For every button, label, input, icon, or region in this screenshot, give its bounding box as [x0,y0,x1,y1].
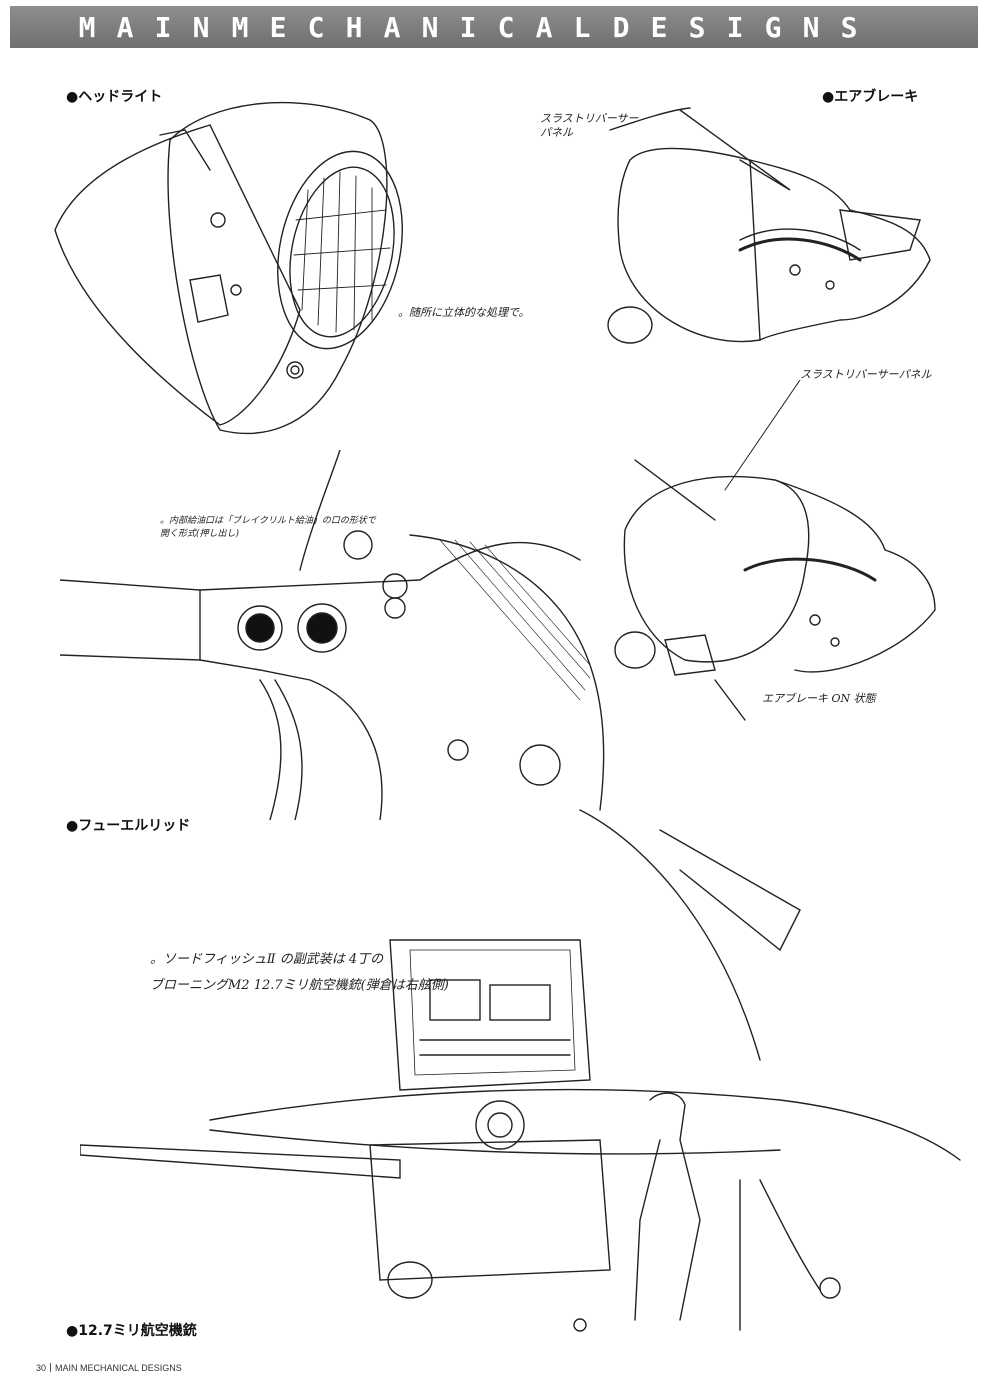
page-footer: 30 MAIN MECHANICAL DESIGNS [36,1363,182,1373]
airbrake-sketch-closed [607,107,931,344]
airbrake-sketch-open [614,380,936,721]
fuel-lid-note: 。内部給油口は「ブレイクリルト給油」の口の形状で 開く形式(押し出し) [160,516,376,539]
machine-gun-label: ●12.7ミリ航空機銃 [66,1323,197,1339]
machine-gun-sketch [80,809,961,1332]
machine-gun-note-line1: 。ソードフィッシュⅡ の副武装は 4丁の [150,952,384,967]
headlight-label: ●ヘッドライト [66,89,163,105]
headlight-note: 。随所に立体的な処理で。 [398,306,530,319]
footer-title: MAIN MECHANICAL DESIGNS [55,1363,182,1373]
airbrake-state-note: エアブレーキ ON 状態 [762,692,876,705]
fuel-lid-sketch [60,450,605,820]
page-number: 30 [36,1363,47,1373]
fuel-lid-label: ●フューエルリッド [66,818,191,834]
airbrake-label: ●エアブレーキ [822,89,919,105]
footer-separator [50,1363,52,1372]
airbrake-panel-note-top: スラストリバーサー パネル [540,112,639,139]
airbrake-panel-note-bottom: スラストリバーサーパネル [800,368,932,381]
headlight-sketch [54,101,403,435]
machine-gun-note-line2: ブローニングM2 12.7ミリ航空機銃(弾倉は右舷側) [150,978,449,993]
